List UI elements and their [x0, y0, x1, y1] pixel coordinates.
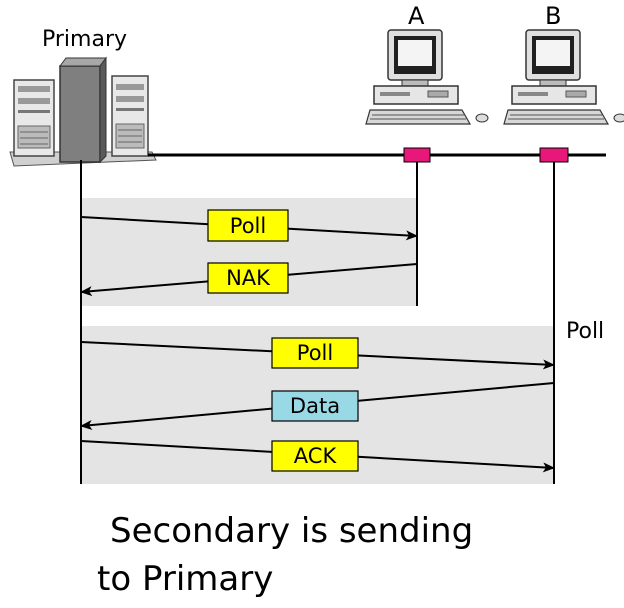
station-a-label: A — [408, 2, 425, 30]
poll-frame-a — [207, 209, 289, 242]
connector-b — [539, 147, 569, 163]
station-b-label: B — [545, 2, 561, 30]
data-frame-label: Data — [290, 394, 340, 418]
station-b-computer-icon — [503, 29, 624, 125]
poll-frame-b-label: Poll — [297, 341, 333, 365]
ack-frame-label: ACK — [294, 444, 338, 468]
poll-frame-a-label: Poll — [230, 214, 266, 238]
ack-frame — [271, 440, 359, 472]
primary-server-icon — [9, 56, 157, 167]
station-a-computer-icon — [365, 29, 489, 125]
primary-label: Primary — [42, 27, 127, 52]
nak-frame-label: NAK — [226, 266, 271, 290]
poll-side-label: Poll — [566, 319, 604, 344]
connector-a — [403, 147, 431, 163]
data-frame — [271, 390, 359, 422]
nak-frame — [207, 262, 289, 294]
poll-frame-b — [271, 337, 359, 369]
